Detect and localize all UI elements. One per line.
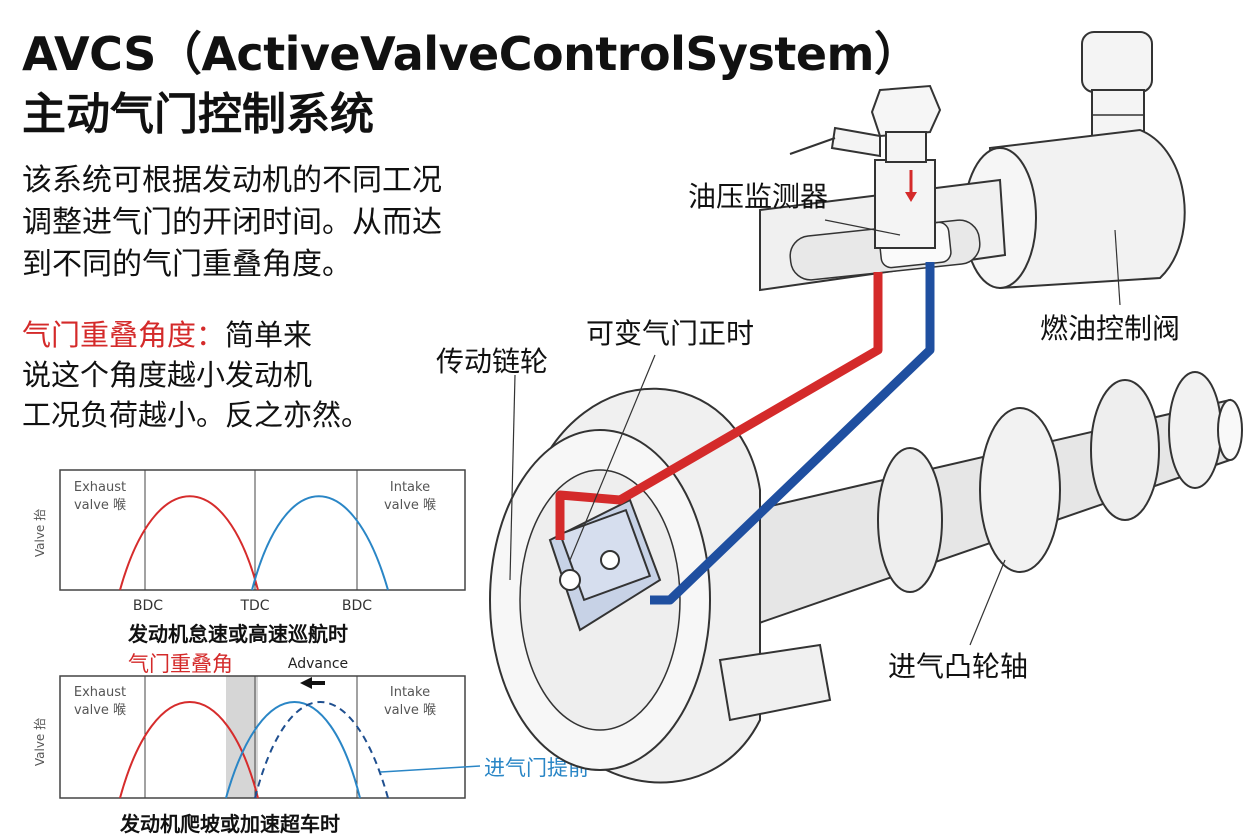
leader-line [969, 559, 1006, 646]
chart-caption-advance: 发动机爬坡或加速超车时 [120, 812, 340, 836]
exhaust-label-line: valve 喉 [74, 703, 126, 718]
overlap-note-line: 工况负荷越小。反之亦然。 [22, 398, 371, 432]
label-oil-pressure-sensor: 油压监测器 [688, 180, 829, 213]
intake-curve-advanced [225, 701, 361, 799]
oil-passage-retard [650, 262, 935, 605]
overlap-note: 气门重叠角度：简单来 说这个角度越小发动机 工况负荷越小。反之亦然。 [22, 315, 462, 435]
label-fuel-control-valve: 燃油控制阀 [1040, 312, 1181, 345]
label-variable-valve-timing: 可变气门正时 [586, 317, 755, 350]
intake-camshaft [709, 371, 1243, 642]
y-axis-label: Valve 抬 [33, 509, 47, 557]
exhaust-curve [119, 495, 259, 591]
system-description: 该系统可根据发动机的不同工况 调整进气门的开闭时间。从而达 到不同的气门重叠角度… [22, 160, 562, 286]
valve-timing-chart-normal: Exhaust valve 喉 Intake valve 喉 Valve 抬 B… [33, 469, 466, 614]
overlap-note-text: 简单来 [225, 318, 313, 352]
intake-curve-original [254, 701, 389, 799]
intake-label-line: valve 喉 [384, 703, 436, 718]
exhaust-label-line: Exhaust [74, 480, 126, 495]
description-line: 调整进气门的开闭时间。从而达 [22, 205, 442, 240]
vvt-rotor [548, 498, 662, 632]
advance-label: Advance [288, 656, 348, 672]
page-subtitle: 主动气门控制系统 [22, 89, 374, 140]
intake-label-line: Intake [390, 480, 430, 495]
intake-curve [251, 495, 389, 591]
overlap-angle-label: 气门重叠角 [128, 652, 233, 676]
advance-arrow-shaft [311, 681, 325, 685]
chart-caption-normal: 发动机怠速或高速巡航时 [128, 622, 348, 646]
leader-line [1114, 229, 1121, 306]
exhaust-label-line: Exhaust [74, 685, 126, 700]
label-drive-sprocket: 传动链轮 [436, 345, 549, 378]
oil-passage-advance [555, 272, 883, 540]
label-intake-camshaft: 进气凸轮轴 [888, 650, 1029, 683]
leader-line [824, 219, 901, 236]
chart-frame [59, 469, 466, 591]
overlap-note-line: 气门重叠角度：简单来 [22, 315, 462, 355]
exhaust-curve [119, 701, 259, 799]
y-axis-label: Valve 抬 [33, 718, 47, 766]
oil-pressure-sensor [789, 84, 942, 249]
tick-label: BDC [342, 598, 372, 614]
tick-label: BDC [133, 598, 163, 614]
exhaust-label-line: valve 喉 [74, 498, 126, 513]
leader-line [509, 374, 516, 581]
advance-arrow-icon [300, 677, 312, 689]
description-line: 该系统可根据发动机的不同工况 [22, 163, 442, 198]
overlap-term: 气门重叠角度： [22, 318, 226, 352]
intake-label-line: Intake [390, 685, 430, 700]
flow-arrow-head [905, 192, 917, 202]
intake-advance-callout-line [379, 765, 481, 773]
chart-frame [59, 675, 466, 799]
avcs-mechanism-diagram [489, 31, 1243, 784]
leader-line [569, 354, 656, 561]
valve-timing-chart-advance: Advance Exhaust valve 喉 Intake valve 喉 V… [33, 656, 481, 799]
page-title: AVCS（ActiveValveControlSystem） [22, 27, 920, 81]
description-line: 到不同的气门重叠角度。 [22, 247, 352, 282]
overlap-note-line: 说这个角度越小发动机 [22, 358, 313, 392]
tick-label: TDC [239, 598, 269, 614]
intake-label-line: valve 喉 [384, 498, 436, 513]
